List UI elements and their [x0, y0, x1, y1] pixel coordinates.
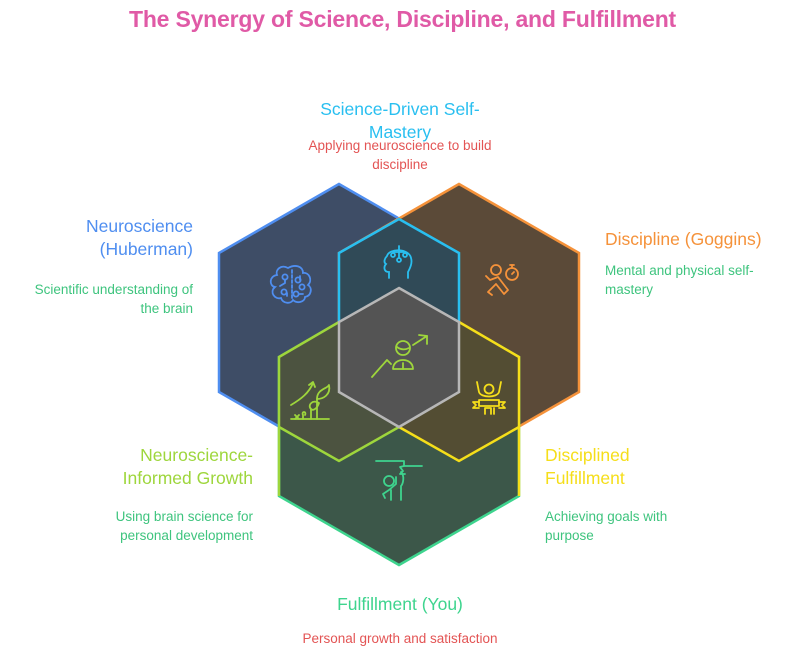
discipline-label: Discipline (Goggins) — [605, 228, 805, 251]
plant-growth-icon — [290, 381, 331, 420]
science-driven-desc-line-2: discipline — [372, 157, 428, 172]
fulfillment-label-line-1: Fulfillment (You) — [337, 594, 463, 614]
science-driven-description: Applying neuroscience to build disciplin… — [250, 136, 550, 174]
science-driven-label-line-1: Science-Driven Self- — [320, 99, 480, 119]
runner-stopwatch-icon — [485, 264, 519, 296]
disciplined-fulfillment-desc-line-1: Achieving goals with — [545, 509, 668, 524]
neuro-growth-label-line-1: Neuroscience- — [140, 445, 253, 465]
neuroscience-label: Neuroscience (Huberman) — [0, 215, 193, 261]
hex-core — [337, 286, 461, 429]
brain-circuit-icon — [269, 265, 312, 304]
discipline-desc-line-1: Mental and physical self- — [605, 263, 754, 278]
head-balance-icon — [383, 245, 413, 279]
fulfillment-label: Fulfillment (You) — [250, 593, 550, 616]
celebrating-person-banner-icon — [472, 381, 506, 415]
neuroscience-label-line-2: (Huberman) — [99, 239, 193, 259]
neuroscience-desc-line-2: the brain — [140, 301, 193, 316]
person-climbing-icon — [375, 460, 423, 501]
neuroscience-desc-line-1: Scientific understanding of — [34, 282, 193, 297]
discipline-label-line-1: Discipline (Goggins) — [605, 229, 762, 249]
neuro-growth-desc-line-1: Using brain science for — [115, 509, 253, 524]
discipline-desc-line-2: mastery — [605, 282, 654, 297]
disciplined-fulfillment-label: Disciplined Fulfillment — [545, 444, 765, 490]
diagram-title: The Synergy of Science, Discipline, and … — [128, 6, 677, 32]
fulfillment-desc-line-1: Personal growth and satisfaction — [302, 631, 498, 646]
neuro-growth-label-line-2: Informed Growth — [122, 468, 253, 488]
science-driven-desc-line-1: Applying neuroscience to build — [308, 138, 492, 153]
neuroscience-description: Scientific understanding of the brain — [0, 280, 193, 318]
science-driven-label: Science-Driven Self- Mastery — [250, 98, 550, 144]
neuroscience-label-line-1: Neuroscience — [86, 216, 193, 236]
neuro-growth-border — [277, 320, 400, 496]
disciplined-fulfillment-description: Achieving goals with purpose — [545, 507, 765, 545]
person-growth-arrow-icon — [371, 334, 428, 378]
fulfillment-description: Personal growth and satisfaction — [200, 629, 600, 648]
neuro-growth-label: Neuroscience- Informed Growth — [40, 444, 253, 490]
disciplined-fulfillment-desc-line-2: purpose — [545, 528, 594, 543]
disciplined-fulfillment-label-line-2: Fulfillment — [545, 468, 625, 488]
neuro-growth-desc-line-2: personal development — [120, 528, 253, 543]
discipline-description: Mental and physical self- mastery — [605, 261, 805, 299]
neuro-growth-description: Using brain science for personal develop… — [40, 507, 253, 545]
disciplined-fulfillment-label-line-1: Disciplined — [545, 445, 630, 465]
science-driven-label-line-2: Mastery — [368, 122, 432, 142]
disciplined-fulfillment-border — [398, 320, 521, 496]
